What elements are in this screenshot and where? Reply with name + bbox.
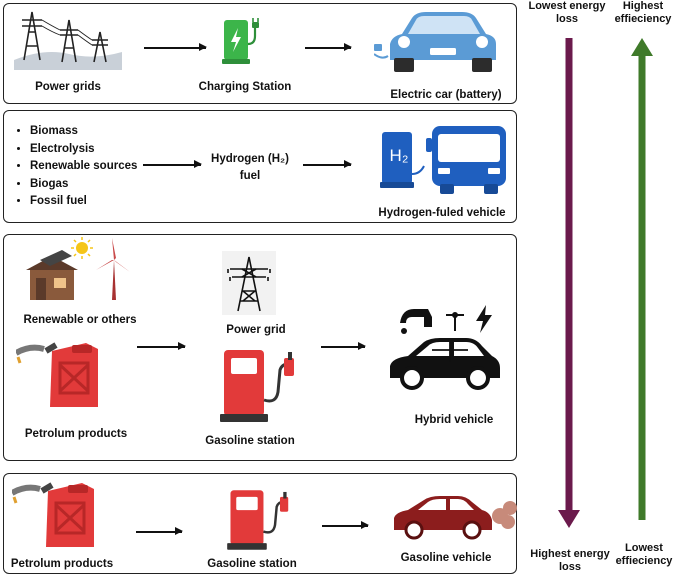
petroleum-label: Petrolum products xyxy=(10,558,114,570)
arrow-station-to-car xyxy=(305,44,352,50)
fuel-nozzle-icon xyxy=(400,309,432,334)
h2-sign-label: H₂ xyxy=(389,146,409,165)
arrow-fuel-to-vehicle xyxy=(303,161,352,167)
gasoline-pump-icon xyxy=(220,350,294,422)
arrow-grid-to-station xyxy=(144,44,207,50)
efficiency-arrow xyxy=(631,38,653,520)
gasoline-pathway-panel xyxy=(3,473,517,574)
electric-car-label: Electric car (battery) xyxy=(390,89,502,101)
hybrid-pathway-panel xyxy=(3,234,517,461)
highest-efficiency-label: Highest effieciency xyxy=(614,0,672,25)
hydrogen-bus-icon xyxy=(380,126,506,194)
power-grid-label: Power grid xyxy=(226,324,286,336)
gasoline-car-icon xyxy=(394,496,517,540)
hybrid-vehicle-label: Hybrid vehicle xyxy=(414,414,494,426)
source-item: Fossil fuel xyxy=(30,193,137,211)
arrow-middle-to-hybrid xyxy=(321,343,366,349)
hydrogen-sources-list: Biomass Electrolysis Renewable sources B… xyxy=(14,123,137,211)
charging-station-icon xyxy=(222,18,259,64)
petroleum-label: Petrolum products xyxy=(24,428,128,440)
electric-car-icon xyxy=(374,12,496,72)
renewable-label: Renewable or others xyxy=(23,314,137,326)
lightning-icon xyxy=(476,305,492,333)
gasoline-vehicle-label: Gasoline vehicle xyxy=(400,552,492,564)
hydrogen-vehicle-label: Hydrogen-fuled vehicle xyxy=(378,207,506,219)
source-item: Electrolysis xyxy=(30,141,137,159)
electric-pathway-panel xyxy=(3,3,517,104)
gasoline-station-label: Gasoline station xyxy=(205,435,295,447)
source-item: Biomass xyxy=(30,123,137,141)
gasoline-pump-icon xyxy=(227,490,289,550)
petroleum-can-icon xyxy=(12,482,94,547)
arrow-station-to-gasoline-car xyxy=(322,522,369,528)
lowest-energy-loss-label: Lowest energy loss xyxy=(528,0,606,25)
arrow-sources-to-fuel xyxy=(143,161,202,167)
highest-energy-loss-label: Highest energy loss xyxy=(530,548,610,573)
arrow-sources-to-middle xyxy=(137,343,186,349)
hydrogen-fuel-label-line2: fuel xyxy=(239,170,261,182)
renewable-house-turbine-icon xyxy=(26,237,130,300)
source-item: Biogas xyxy=(30,176,137,194)
hybrid-car-icon xyxy=(390,338,500,390)
arrow-petroleum-to-station xyxy=(136,528,183,534)
hydrogen-pathway-panel xyxy=(3,110,517,223)
energy-loss-arrow xyxy=(558,38,580,528)
plug-icon xyxy=(446,312,464,331)
hydrogen-fuel-label-line1: Hydrogen (H₂) xyxy=(211,153,289,165)
power-grid-tower-icon xyxy=(222,251,276,315)
charging-station-label: Charging Station xyxy=(198,81,292,93)
power-grids-label: Power grids xyxy=(35,81,101,93)
gasoline-station-label: Gasoline station xyxy=(207,558,297,570)
power-grid-towers-icon xyxy=(14,11,122,70)
petroleum-can-icon xyxy=(16,342,98,407)
source-item: Renewable sources xyxy=(30,158,137,176)
lowest-efficiency-label: Lowest effieciency xyxy=(615,542,673,567)
